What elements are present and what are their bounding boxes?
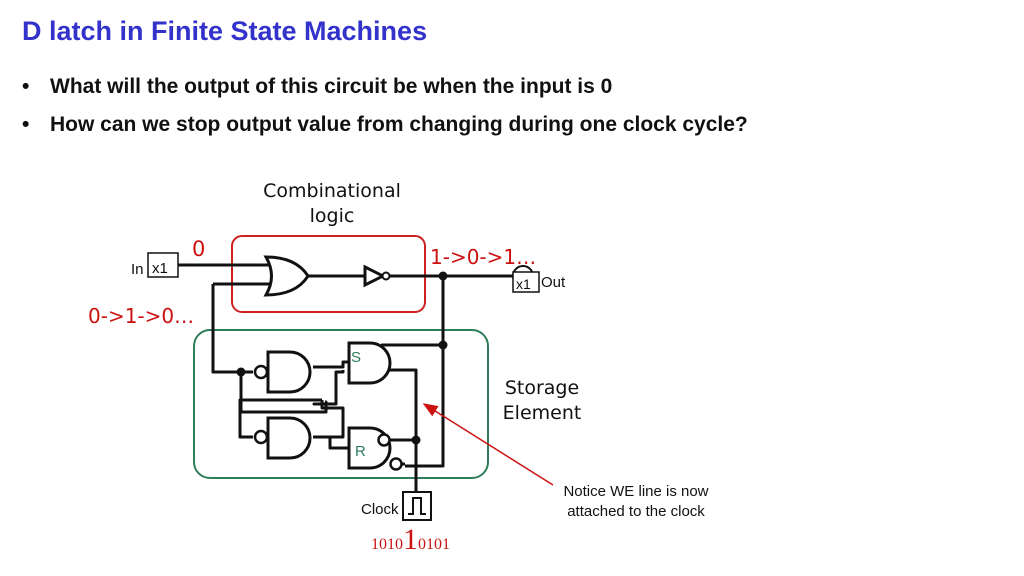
nand-gate-upper-left — [253, 350, 312, 394]
input-port-box-label: x1 — [152, 260, 168, 277]
wire-nand1-bottom-input — [238, 398, 322, 439]
input-value-label: 0 — [192, 237, 205, 261]
storage-label-line2: Element — [503, 402, 582, 424]
feedback-sequence-label: 0->1->0… — [88, 304, 194, 328]
clock-sequence-before: 1010 — [371, 536, 403, 553]
nand-gate-s — [347, 341, 392, 385]
slide-title: D latch in Finite State Machines — [22, 16, 428, 46]
s-label: S — [351, 349, 361, 366]
wire-cross-1 — [312, 370, 345, 406]
wire-s-gate-output-to-cross — [313, 360, 350, 369]
bullet-item-2: How can we stop output value from changi… — [20, 110, 748, 148]
storage-label-line1: Storage — [505, 377, 579, 399]
not-gate — [363, 264, 391, 288]
output-port-box-label: x1 — [516, 276, 531, 292]
clock-sequence-current: 1 — [403, 523, 418, 556]
wire-output-down — [405, 276, 445, 468]
combinational-label-line2: logic — [310, 205, 355, 227]
bullet-item-1: What will the output of this circuit be … — [20, 72, 748, 110]
wire-nand2-input — [316, 400, 345, 439]
wire-s-gate-to-r — [372, 368, 418, 442]
nand-gate-r — [347, 426, 403, 471]
nand-gate-lower-left — [253, 416, 312, 460]
clock-label: Clock — [361, 501, 399, 518]
note-line2: attached to the clock — [567, 503, 705, 520]
combinational-logic-box — [231, 235, 426, 313]
clock-sequence-after: 0101 — [418, 536, 450, 553]
note-arrow — [422, 403, 554, 486]
note-line1: Notice WE line is now — [563, 483, 708, 500]
clock-sequence: 101010101 — [371, 523, 450, 556]
storage-element-box — [193, 329, 489, 479]
junction-output — [438, 271, 448, 281]
input-port-box — [147, 252, 179, 278]
junction-feedback — [236, 367, 246, 377]
input-label: In — [131, 261, 144, 278]
junction-output-s — [438, 340, 448, 350]
combinational-label-line1: Combinational — [263, 180, 401, 202]
r-label: R — [355, 443, 366, 460]
junction-clock — [411, 435, 421, 445]
output-sequence-label: 1->0->1… — [430, 245, 536, 269]
output-port — [512, 265, 540, 293]
bullet-list: What will the output of this circuit be … — [20, 72, 748, 148]
clock-waveform-icon — [408, 497, 426, 515]
wire-feedback-down — [211, 284, 241, 374]
wire-r-gate-input — [313, 435, 350, 450]
output-label: Out — [541, 274, 566, 291]
or-gate — [263, 255, 310, 297]
circuit-wires — [178, 263, 512, 492]
clock-box — [402, 491, 432, 521]
